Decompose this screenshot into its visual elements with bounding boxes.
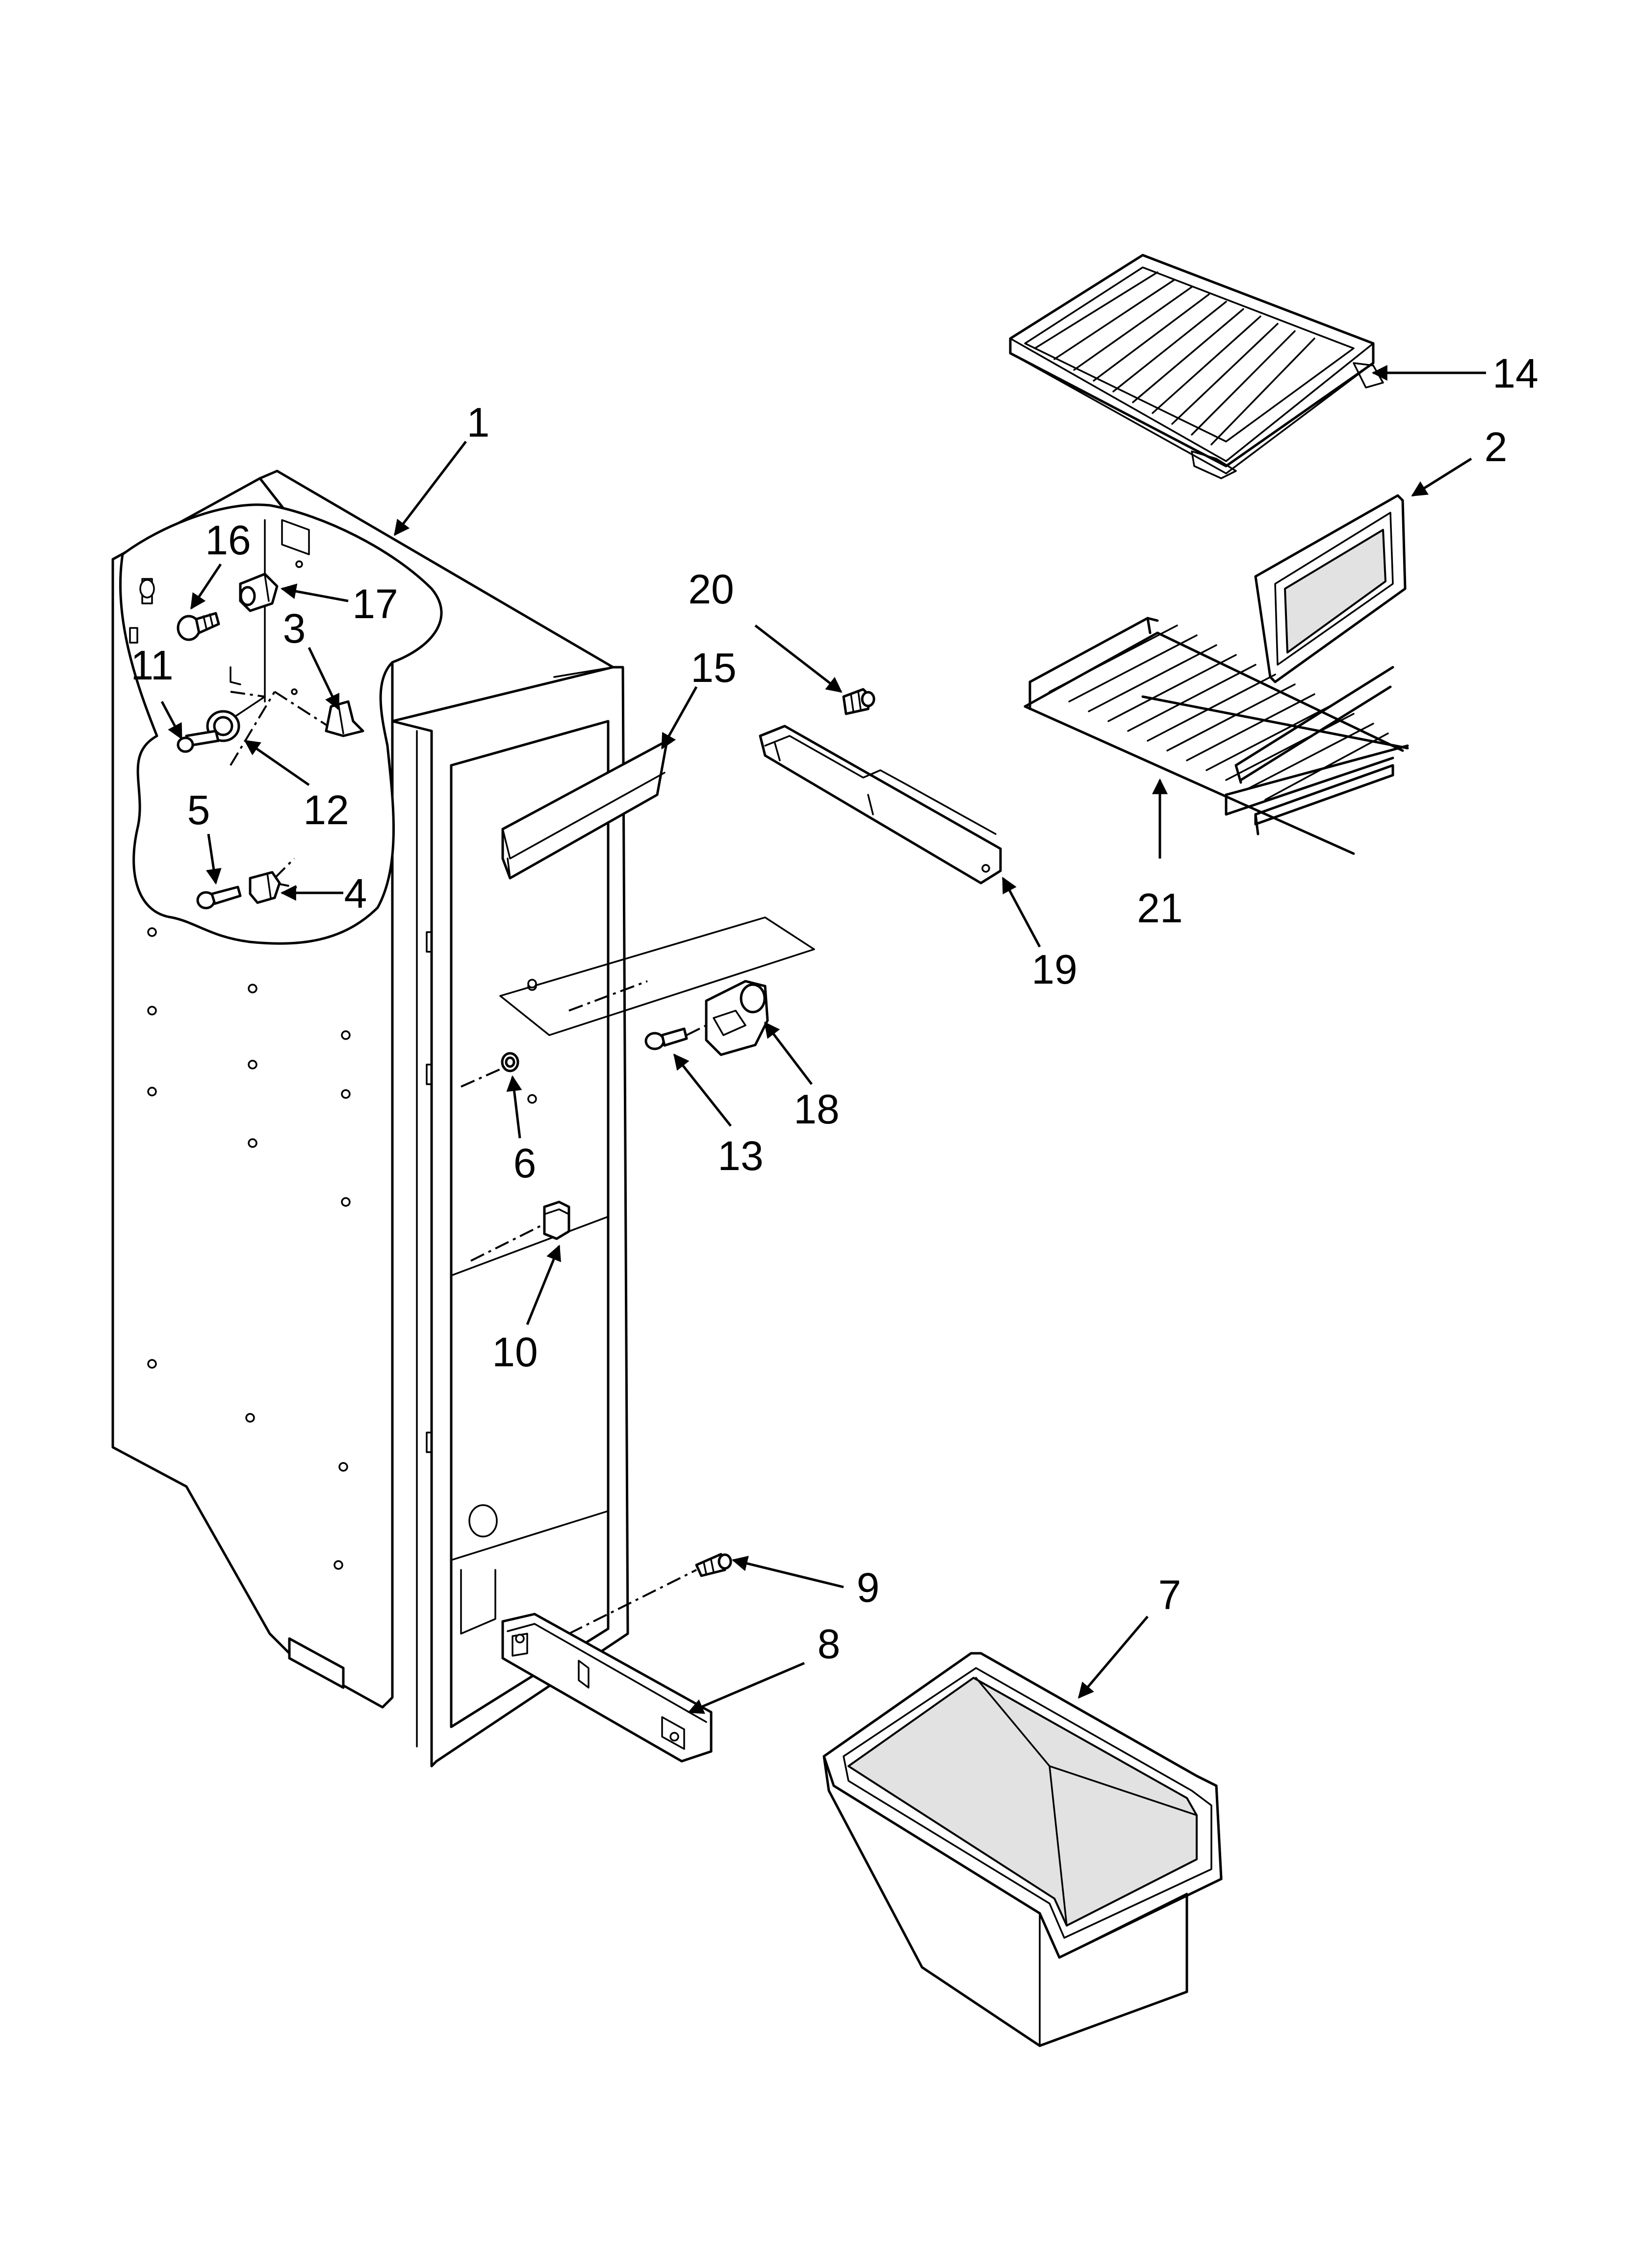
shelf-panel-2-part bbox=[1254, 494, 1407, 683]
leader-lines bbox=[160, 365, 1486, 1714]
light-bulb-part bbox=[177, 612, 220, 641]
callout-labels: 1 2 3 4 5 6 7 8 9 10 11 12 13 14 15 16 1… bbox=[130, 350, 1538, 1667]
crisper-cover-14-part bbox=[1009, 254, 1384, 479]
cutaway-inset bbox=[119, 503, 443, 945]
callout-4: 4 bbox=[344, 870, 367, 916]
callout-18: 18 bbox=[794, 1086, 839, 1132]
callout-2: 2 bbox=[1485, 424, 1508, 470]
callout-5: 5 bbox=[187, 787, 210, 833]
callout-14: 14 bbox=[1492, 350, 1538, 396]
light-socket-part bbox=[239, 573, 279, 612]
clip-screw-part bbox=[196, 871, 281, 910]
callout-19: 19 bbox=[1031, 946, 1077, 992]
grommet-6-part bbox=[461, 1052, 519, 1088]
callout-8: 8 bbox=[818, 1621, 841, 1667]
callout-12: 12 bbox=[303, 787, 349, 833]
callout-1: 1 bbox=[467, 399, 490, 445]
storage-bin-7-part bbox=[822, 1652, 1223, 2047]
callout-9: 9 bbox=[857, 1564, 880, 1611]
wire-shelf-21-part bbox=[1024, 617, 1409, 855]
screw-20-part bbox=[842, 688, 875, 715]
screw-13-part bbox=[644, 1024, 707, 1050]
control-housing-part bbox=[705, 980, 769, 1056]
callout-7: 7 bbox=[1158, 1572, 1181, 1618]
switch-10-part bbox=[470, 1200, 570, 1262]
callout-13: 13 bbox=[718, 1133, 763, 1179]
lower-rail-part bbox=[501, 1613, 713, 1763]
callout-21: 21 bbox=[1137, 885, 1182, 931]
callout-17: 17 bbox=[352, 581, 398, 627]
callout-20: 20 bbox=[688, 566, 734, 612]
callout-6: 6 bbox=[513, 1140, 537, 1186]
callout-15: 15 bbox=[691, 645, 736, 691]
control-mount-plane bbox=[499, 916, 815, 1036]
shelf-bracket-19-part bbox=[759, 725, 1002, 885]
wire-shelf-rods bbox=[1049, 625, 1389, 801]
screw-9-part bbox=[568, 1553, 732, 1635]
callout-11: 11 bbox=[130, 642, 173, 688]
callout-10: 10 bbox=[492, 1329, 538, 1375]
baffle-part bbox=[501, 739, 668, 880]
callout-3: 3 bbox=[283, 605, 306, 652]
thermostat-knob-part bbox=[177, 710, 240, 753]
crisper-cover-ribs bbox=[1034, 271, 1315, 445]
callout-16: 16 bbox=[205, 517, 251, 563]
